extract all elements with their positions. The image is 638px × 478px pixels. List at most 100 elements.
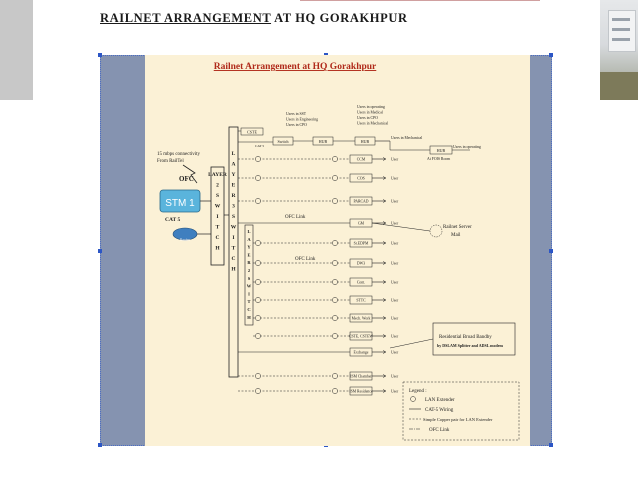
user-label: User	[391, 262, 399, 266]
node-label: Cont.	[357, 281, 365, 285]
railnet-server-icon	[429, 224, 443, 238]
resize-handle-tr[interactable]	[549, 53, 553, 57]
resize-handle-ml[interactable]	[98, 249, 102, 253]
hub-label-2: HUB	[361, 139, 370, 144]
node-label: Sr.EDPM	[354, 242, 369, 246]
lan-extender-icon	[255, 315, 261, 321]
switch-letter: S	[216, 193, 219, 199]
user-label: User	[391, 335, 399, 339]
ofc-lightning-icon	[182, 164, 198, 184]
switch-letter: E	[247, 252, 250, 257]
switch-letter: LAYER	[208, 172, 228, 178]
left-gray-panel	[0, 0, 33, 100]
node-label: CCM	[357, 158, 366, 162]
arrow-icon	[382, 261, 387, 265]
arrow-icon	[382, 334, 387, 338]
ofc-link-label-2: OFC Link	[295, 257, 316, 262]
layer2-switch	[210, 166, 225, 266]
ofc-label: OFC	[179, 175, 194, 183]
users-operating2-label: Users in operating	[453, 145, 481, 149]
node-label: CSTE, CSTEW	[349, 335, 373, 340]
lan-extender-icon	[255, 156, 261, 162]
switch-letter: W	[247, 284, 252, 289]
node-label: STTC	[356, 299, 366, 303]
user-label: User	[391, 177, 399, 181]
slide-title: RAILNET ARRANGEMENT AT HQ GORAKHPUR	[100, 11, 408, 26]
users-line: Users in SST	[286, 112, 307, 116]
switch-box-label: Switch	[277, 139, 288, 144]
switch-letter: I	[248, 291, 250, 296]
user-label: User	[391, 351, 399, 355]
input-note-2: From RailTel	[157, 159, 184, 164]
arrow-icon	[382, 374, 387, 378]
switch-letter: C	[232, 256, 236, 262]
layer3-switch	[228, 126, 239, 378]
lan-extender-icon	[332, 240, 338, 246]
user-label: User	[391, 281, 399, 285]
lan-extender-icon	[332, 175, 338, 181]
users-line: Users in CPO	[357, 116, 378, 120]
lan-extender-icon	[332, 198, 338, 204]
switch-letter: H	[247, 315, 251, 320]
arrow-icon	[382, 389, 387, 393]
lan-extender-icon	[255, 333, 261, 339]
node-label: DW3	[357, 262, 365, 266]
switch-letter: W	[215, 204, 221, 210]
lan-extender-icon	[332, 297, 338, 303]
users-mechanical-label: Users in Mechanical	[391, 136, 422, 140]
switch-letter: R	[232, 193, 237, 199]
legend-item-1: LAN Extender	[425, 398, 455, 403]
residential-broadband-box	[432, 322, 516, 356]
switch-letter: E	[232, 183, 236, 189]
railnet-mail-label: Mail	[451, 233, 461, 238]
users-line: Users in operating	[357, 105, 385, 109]
node-label: Exchange	[354, 351, 369, 355]
arrow-icon	[382, 221, 387, 225]
router-label: Router	[180, 238, 191, 242]
user-label: User	[391, 390, 399, 394]
lan-extender-icon	[255, 297, 261, 303]
switch-letter: T	[232, 246, 236, 252]
node-label: PARCAD	[353, 200, 368, 204]
switch-letter: C	[216, 235, 220, 241]
user-label: User	[391, 317, 399, 321]
node-label: ISM Chamber	[350, 375, 372, 379]
node-label: GM	[358, 222, 365, 226]
lan-extender-icon	[332, 333, 338, 339]
top-divider-line	[300, 0, 540, 1]
building-photo-thumbnail	[600, 0, 638, 100]
arrow-icon	[382, 199, 387, 203]
hub-label-3: HUB	[437, 148, 446, 153]
resize-handle-bl[interactable]	[98, 443, 102, 447]
switch-letter: A	[232, 162, 236, 168]
switch-letter: H	[215, 246, 220, 252]
cat5-label: CAT 5	[165, 217, 180, 223]
lan-extender-icon	[255, 260, 261, 266]
users-line: Users in CPO	[286, 123, 307, 127]
cat5-small-label: CAT 5	[255, 144, 264, 148]
resize-handle-br[interactable]	[549, 443, 553, 447]
arrow-icon	[382, 176, 387, 180]
network-diagram: Railnet Arrangement at HQ Gorakhpur 15 m…	[157, 62, 520, 441]
switch-letter: L	[232, 151, 236, 157]
user-label: User	[391, 158, 399, 162]
input-note-1: 15 mbps connectivity	[157, 152, 201, 157]
resize-handle-tl[interactable]	[98, 53, 102, 57]
railnet-server-label: Railnet Server	[443, 225, 472, 230]
lan-extender-icon	[332, 260, 338, 266]
lan-extender-icon	[332, 156, 338, 162]
slide-title-underlined: RAILNET ARRANGEMENT	[100, 11, 272, 25]
user-label: User	[391, 299, 399, 303]
lan-extender-icon	[332, 373, 338, 379]
legend-item-2: CAT-5 Wiring	[425, 408, 454, 413]
node-label: Mech. Work	[352, 317, 371, 321]
at-fois-label: At FOIS Room	[427, 157, 450, 161]
node-label: ISM Residence	[349, 390, 373, 394]
resize-handle-mr[interactable]	[549, 249, 553, 253]
switch-letter: 3	[232, 204, 235, 210]
legend-item-3: Simple Copper pair for LAN Extender	[423, 417, 493, 422]
